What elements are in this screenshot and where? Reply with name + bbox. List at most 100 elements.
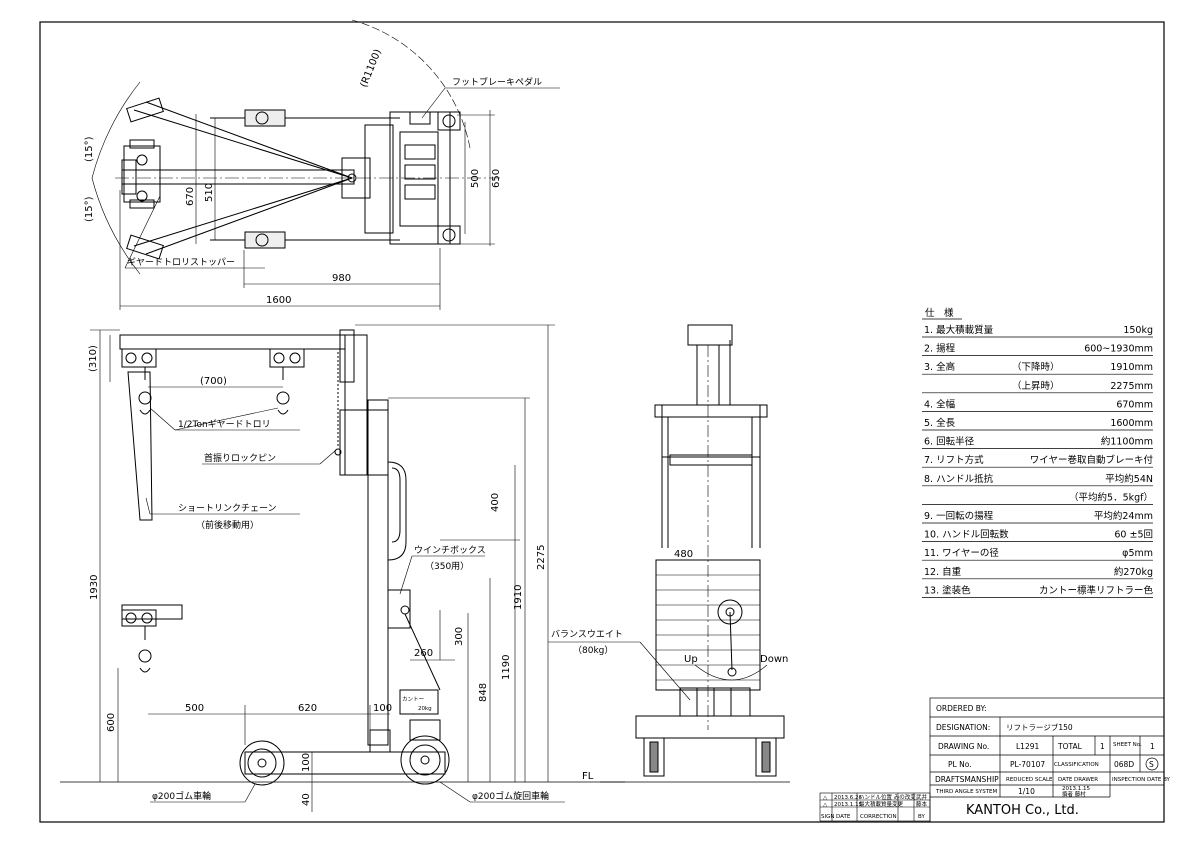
tb-scale-value: 1/10 — [1018, 787, 1035, 796]
spec-row-15-value: カントー標準リフトラー色 — [1039, 584, 1154, 596]
rev-1-date: 2013.6.26 — [834, 795, 862, 801]
label-geared-stopper: ギヤードトロリストッパー — [127, 257, 235, 268]
spec-row-9-name: 8. ハンドル抵抗 — [924, 473, 994, 485]
spec-row-7-value: 約1100mm — [1101, 436, 1153, 448]
dim-620: 620 — [298, 703, 317, 714]
tb-classification-value: 068D — [1114, 760, 1134, 769]
dim-500-side: 500 — [185, 703, 204, 714]
dim-2275: 2275 — [536, 545, 547, 570]
rev-2-date: 2013.1.15 — [834, 802, 862, 808]
rev-header-correction: CORRECTION — [860, 814, 897, 820]
tb-drawer-name: 撰者 藤村 — [1062, 790, 1086, 798]
tb-sheet-value: 1 — [1150, 742, 1155, 751]
dim-848: 848 — [478, 683, 489, 702]
label-foot-brake: フットブレーキペダル — [452, 76, 542, 88]
label-lock-pin: 首振りロックピン — [204, 452, 276, 464]
spec-row-8-name: 7. リフト方式 — [924, 454, 984, 466]
spec-row-15-name: 13. 塗装色 — [924, 584, 971, 596]
revision-block — [819, 792, 931, 822]
tb-third-angle-label: THIRD ANGLE SYSTEM — [935, 789, 998, 795]
tb-drawer-date: 2013.1.15 — [1062, 786, 1090, 792]
spec-row-9-value: 平均約54N — [1105, 473, 1153, 485]
dim-650: 650 — [491, 169, 502, 188]
tb-drawing-no-value: L1291 — [1016, 742, 1039, 751]
spec-row-6-name: 5. 全長 — [924, 417, 956, 429]
dim-670: 670 — [185, 187, 196, 206]
dim-400: 400 — [490, 493, 501, 512]
spec-row-2-value: 600~1930mm — [1084, 344, 1153, 355]
title-block — [929, 697, 1165, 823]
tb-total-value: 1 — [1100, 742, 1105, 751]
tb-reduced-scale-label: REDUCED SCALE — [1006, 777, 1053, 783]
label-down: Down — [760, 654, 788, 665]
tb-drawing-no-label: DRAWING No. — [938, 742, 989, 751]
dim-600: 600 — [106, 713, 117, 732]
spec-title: 仕 様 — [925, 307, 954, 319]
spec-row-13-name: 11. ワイヤーの径 — [924, 547, 999, 559]
dim-r1100: (R1100) — [359, 48, 384, 89]
rev-header-by: BY — [918, 814, 925, 820]
dim-40: 40 — [301, 793, 312, 806]
spec-row-4-mid: （上昇時） — [1012, 380, 1060, 392]
spec-row-5-value: 670mm — [1116, 399, 1153, 410]
label-wheel-rubber: φ200ゴム車輪 — [152, 790, 211, 802]
dim-700: (700) — [200, 376, 227, 387]
border-frame — [39, 21, 1165, 823]
tb-designation-value: リフトラージブ150 — [1006, 722, 1073, 732]
tb-total-label: TOTAL — [1057, 742, 1083, 751]
dim-100-a: 100 — [373, 703, 392, 714]
spec-row-10-value: （平均約5．5kgf） — [1069, 491, 1153, 503]
label-chain-1: ショートリンクチェーン — [178, 503, 277, 514]
spec-row-1-name: 1. 最大積載質量 — [924, 324, 994, 336]
spec-row-12-name: 10. ハンドル回転数 — [924, 529, 1009, 541]
tb-sheet-label: SHEET No. — [1113, 742, 1142, 748]
dim-1190: 1190 — [501, 655, 512, 680]
spec-row-8-value: ワイヤー巻取自動ブレーキ付 — [1030, 454, 1154, 466]
front-view — [548, 324, 790, 783]
spec-row-14-name: 12. 自重 — [924, 566, 962, 578]
dim-980: 980 — [332, 273, 351, 284]
tb-date-drawer-label: DATE DRAWER — [1058, 777, 1098, 783]
dim-1910: 1910 — [513, 585, 524, 610]
spec-row-3-name: 3. 全高 — [924, 361, 955, 373]
rev-header-sign: SIGN — [821, 814, 835, 820]
label-winch-1: ウインチボックス — [414, 545, 486, 556]
tb-classification-mark: S — [1149, 760, 1154, 769]
spec-row-11-name: 9. 一回転の揚程 — [924, 510, 994, 522]
tb-draftsmanship-label: DRAFTSMANSHIP — [935, 775, 999, 784]
dim-510: 510 — [204, 183, 215, 202]
dim-1600: 1600 — [266, 295, 291, 306]
spec-row-7-name: 6. 回転半径 — [924, 436, 975, 448]
side-view — [60, 324, 625, 812]
spec-row-12-value: 60 ±5回 — [1114, 530, 1153, 541]
label-chain-2: （前後移動用） — [196, 519, 259, 531]
rev-2-by: 藤本 — [916, 800, 928, 808]
spec-row-3-value: 1910mm — [1110, 362, 1153, 373]
tb-company: KANTOH Co., Ltd. — [966, 803, 1079, 818]
label-wheel-swivel: φ200ゴム旋回車輪 — [472, 790, 549, 802]
label-balance-2: （80kg） — [573, 645, 613, 656]
label-weight-tag-1: カントー — [402, 696, 424, 703]
dim-310: (310) — [88, 345, 99, 372]
tb-inspection-label: INSPECTION DATE BY — [1112, 777, 1171, 783]
dim-angle-bottom: (15°) — [84, 196, 95, 222]
dim-100-b: 100 — [301, 753, 312, 772]
dim-500: 500 — [470, 169, 481, 188]
top-view — [91, 19, 560, 310]
dim-260: 260 — [414, 648, 433, 659]
rev-2-mark: △ — [823, 802, 828, 808]
label-weight-tag-2: 20kg — [418, 706, 432, 712]
tb-designation-label: DESIGNATION: — [936, 723, 990, 732]
label-geared-trolley: 1/2Tonギヤードトロリ — [178, 419, 271, 430]
rev-2-correction: 最大積載質量変更 — [859, 800, 904, 808]
dim-angle-top: (15°) — [84, 136, 95, 162]
rev-1-correction: ハンドル位置 みの改変 — [859, 793, 916, 801]
label-up: Up — [684, 654, 698, 665]
rev-1-mark: △ — [823, 795, 828, 801]
tb-classification-label: CLASSIFICATION — [1054, 762, 1099, 768]
spec-row-11-value: 平均約24mm — [1094, 510, 1153, 522]
spec-row-13-value: φ5mm — [1122, 548, 1153, 559]
dim-1930: 1930 — [89, 575, 100, 600]
